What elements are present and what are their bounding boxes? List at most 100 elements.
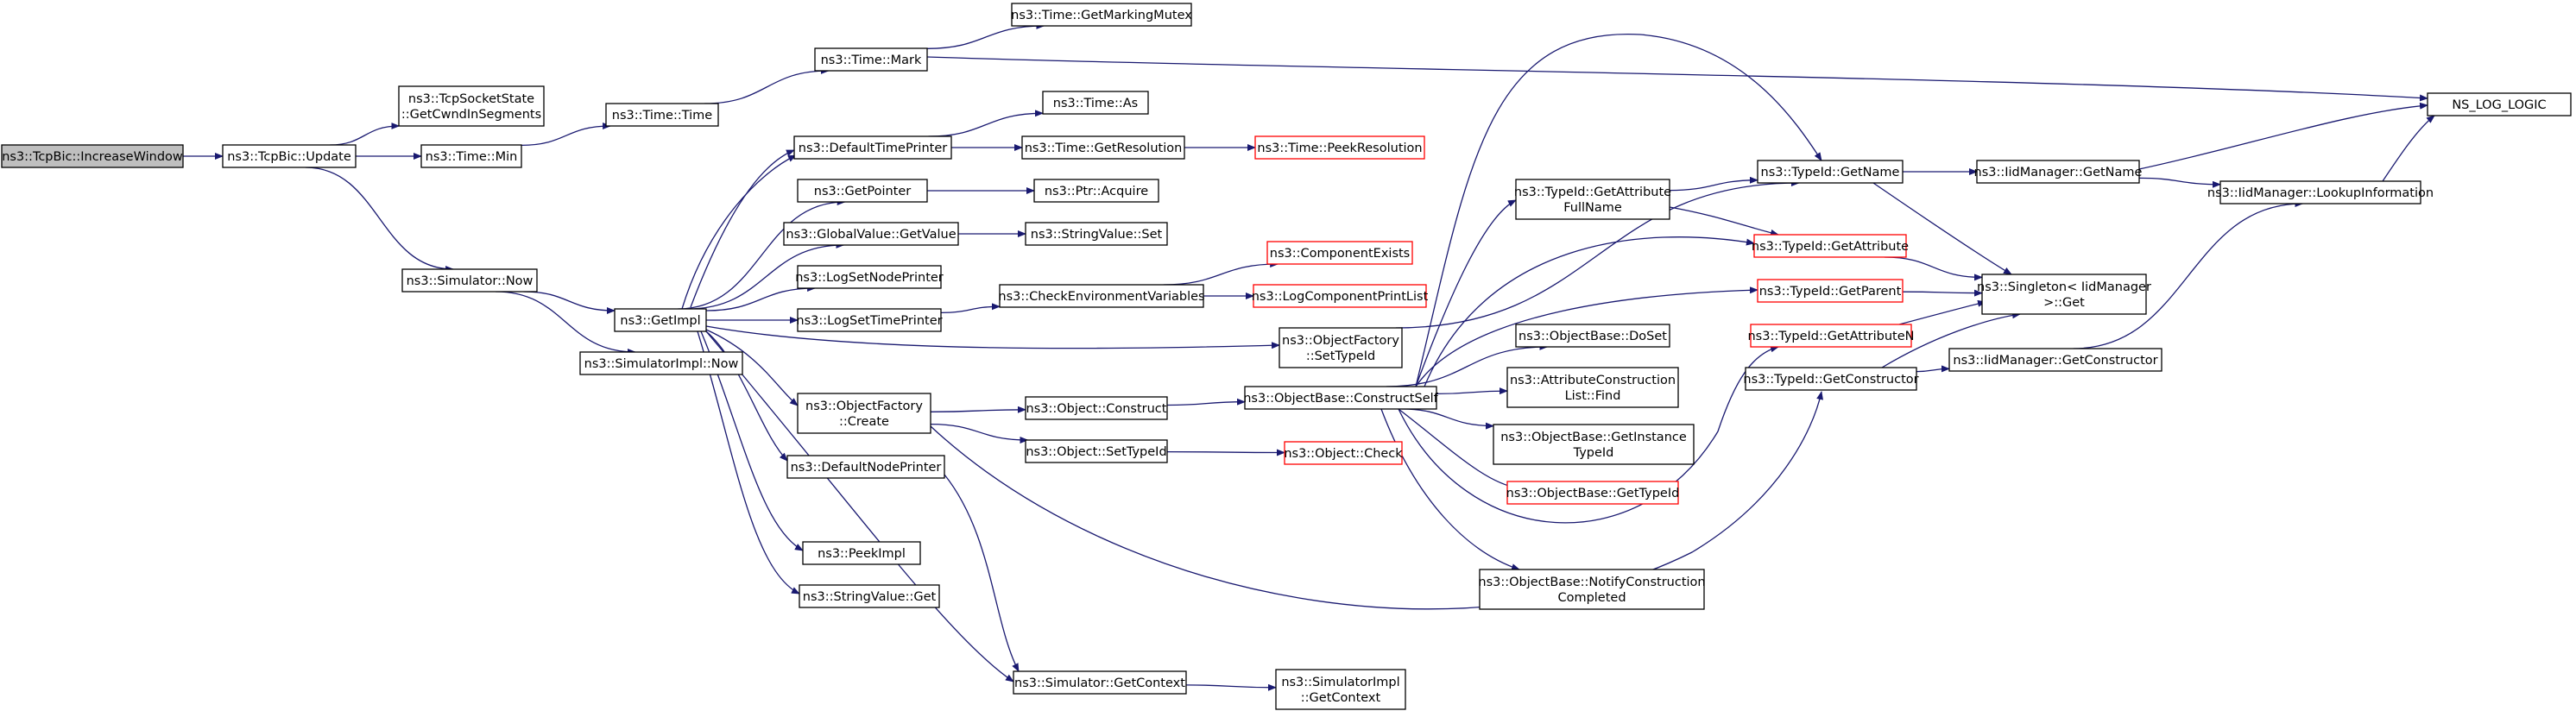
node-box [1266,241,1413,265]
node-label: ns3::TypeId::GetName [1761,166,1900,179]
node-box [797,393,931,434]
node-simNow[interactable]: ns3::Simulator::Now [401,268,538,293]
node-box [605,103,719,127]
node-label: ns3::TypeId::GetConstructor [1743,373,1918,387]
node-box [1,144,184,168]
node-getRes[interactable]: ns3::Time::GetResolution [1021,135,1185,160]
node-box [1757,279,1904,303]
node-compExists[interactable]: ns3::ComponentExists [1266,241,1413,265]
node-timeMark[interactable]: ns3::Time::Mark [814,47,928,72]
node-box [222,144,357,168]
node-typeIdGetAttr[interactable]: ns3::TypeId::GetAttribute [1752,234,1909,258]
node-typeIdGetParent[interactable]: ns3::TypeId::GetParent [1757,279,1904,303]
node-ofCreate[interactable]: ns3::ObjectFactory::Create [797,393,931,434]
node-typeIdGetAttrN[interactable]: ns3::TypeId::GetAttributeN [1747,324,1915,348]
node-defTimePrinter[interactable]: ns3::DefaultTimePrinter [793,135,952,160]
node-simImplNow[interactable]: ns3::SimulatorImpl::Now [579,351,743,375]
node-box [1244,386,1437,410]
edge-getImpl-to-ofSetTypeId [705,325,1280,349]
node-markMutex[interactable]: ns3::Time::GetMarkingMutex [1011,3,1192,27]
node-box [797,308,942,332]
node-constructSelf[interactable]: ns3::ObjectBase::ConstructSelf [1243,386,1439,410]
node-label: ns3::CheckEnvironmentVariables [998,290,1204,304]
node-svGet[interactable]: ns3::StringValue::Get [799,584,940,608]
node-iidGetCtor[interactable]: ns3::IidManager::GetConstructor [1948,348,2162,372]
node-box [1279,327,1403,368]
edge-getImpl-to-simNow [690,149,795,308]
node-obGetTid[interactable]: ns3::ObjectBase::GetTypeId [1506,481,1680,505]
node-ptrAcquire[interactable]: ns3::Ptr::Acquire [1033,179,1159,203]
node-checkEnv[interactable]: ns3::CheckEnvironmentVariables [998,284,1205,308]
node-defNodePrinter[interactable]: ns3::DefaultNodePrinter [786,455,945,479]
node-box [579,351,743,375]
node-label: ns3::Time::GetResolution [1025,142,1183,155]
node-label: ns3::ObjectBase::GetInstance [1500,431,1687,444]
node-timeTime[interactable]: ns3::Time::Time [605,103,719,127]
node-svSet[interactable]: ns3::StringValue::Set [1025,222,1168,246]
edge-iidGetName-to-nslog [2138,102,2428,170]
edge-constructSelf-to-obDoSet [1386,343,1549,387]
node-nslog[interactable]: NS_LOG_LOGIC [2427,92,2572,116]
node-box [1033,179,1159,203]
node-obNotify[interactable]: ns3::ObjectBase::NotifyConstructionCompl… [1478,569,1706,610]
node-label: ns3::TypeId::GetAttributeN [1747,330,1914,343]
node-obDoSet[interactable]: ns3::ObjectBase::DoSet [1515,324,1670,348]
node-box [420,144,522,168]
node-label: ns3::Time::PeekResolution [1257,142,1422,155]
node-box [797,179,928,203]
node-label: ns3::ObjectBase::NotifyConstruction [1478,576,1705,589]
node-timeAs[interactable]: ns3::Time::As [1042,91,1149,115]
node-box [1013,670,1187,695]
node-box [1275,669,1406,710]
node-box [1506,481,1679,505]
node-ofSetTypeId[interactable]: ns3::ObjectFactory::SetTypeId [1279,327,1403,368]
node-logTimePrinter[interactable]: ns3::LogSetTimePrinter [796,308,943,332]
node-peekRes[interactable]: ns3::Time::PeekResolution [1254,135,1425,160]
node-box [786,455,945,479]
node-box [1479,569,1705,610]
node-gvGetValue[interactable]: ns3::GlobalValue::GetValue [783,222,959,246]
node-label: ns3::Simulator::GetContext [1014,676,1185,690]
node-label: ns3::LogSetTimePrinter [796,314,942,328]
node-label: ns3::IidManager::LookupInformation [2207,186,2434,200]
node-label: ns3::Time::As [1053,97,1138,110]
node-box [1757,160,1904,184]
node-objConstruct[interactable]: ns3::Object::Construct [1025,396,1168,420]
node-timeMin[interactable]: ns3::Time::Min [420,144,522,168]
node-objCheck[interactable]: ns3::Object::Check [1284,441,1403,465]
node-singleton[interactable]: ns3::Singleton< IidManager >::Get [1977,274,2151,315]
node-logNodePrinter[interactable]: ns3::LogSetNodePrinter [795,265,944,289]
node-label: ns3::Time::GetMarkingMutex [1011,9,1192,22]
node-bicUpdate[interactable]: ns3::TcpBic::Update [222,144,357,168]
node-getPointer[interactable]: ns3::GetPointer [797,179,928,203]
edge-bicUpdate-to-simNow [305,167,455,273]
edge-getImpl-to-simGetContext [705,330,1014,683]
edge-getImpl-to-ofCreate [705,329,799,406]
node-iidLookup[interactable]: ns3::IidManager::LookupInformation [2207,180,2434,204]
node-box [1515,179,1670,220]
node-label: ns3::Ptr::Acquire [1045,185,1148,198]
node-label: ns3::StringValue::Get [803,590,937,604]
node-box [1254,135,1425,160]
node-objSetTypeId[interactable]: ns3::Object::SetTypeId [1025,439,1168,463]
node-label: ns3::TcpBic::IncreaseWindow [2,150,183,164]
node-logCompList[interactable]: ns3::LogComponentPrintList [1252,284,1429,308]
edge-getImpl-to-defNodePrinter [705,330,788,462]
node-typeIdGetCtor[interactable]: ns3::TypeId::GetConstructor [1743,367,1919,391]
node-typeIdGetName[interactable]: ns3::TypeId::GetName [1757,160,1904,184]
edge-ofSetTypeId-to-typeIdGetName [1395,179,1800,329]
node-box [802,541,921,565]
node-cwndSeg[interactable]: ns3::TcpSocketState::GetCwndInSegments [398,85,545,127]
node-box [1025,222,1168,246]
node-iidGetName[interactable]: ns3::IidManager::GetName [1974,160,2143,184]
node-label: ns3::ObjectBase::DoSet [1518,330,1667,343]
node-simImplGetContext[interactable]: ns3::SimulatorImpl::GetContext [1275,669,1406,710]
edge-getAttrFullName-to-typeIdGetName [1669,176,1758,192]
node-root[interactable]: ns3::TcpBic::IncreaseWindow [1,144,184,168]
node-getImpl[interactable]: ns3::GetImpl [614,308,707,332]
node-peekImpl[interactable]: ns3::PeekImpl [802,541,921,565]
node-simGetContext[interactable]: ns3::Simulator::GetContext [1013,670,1187,695]
